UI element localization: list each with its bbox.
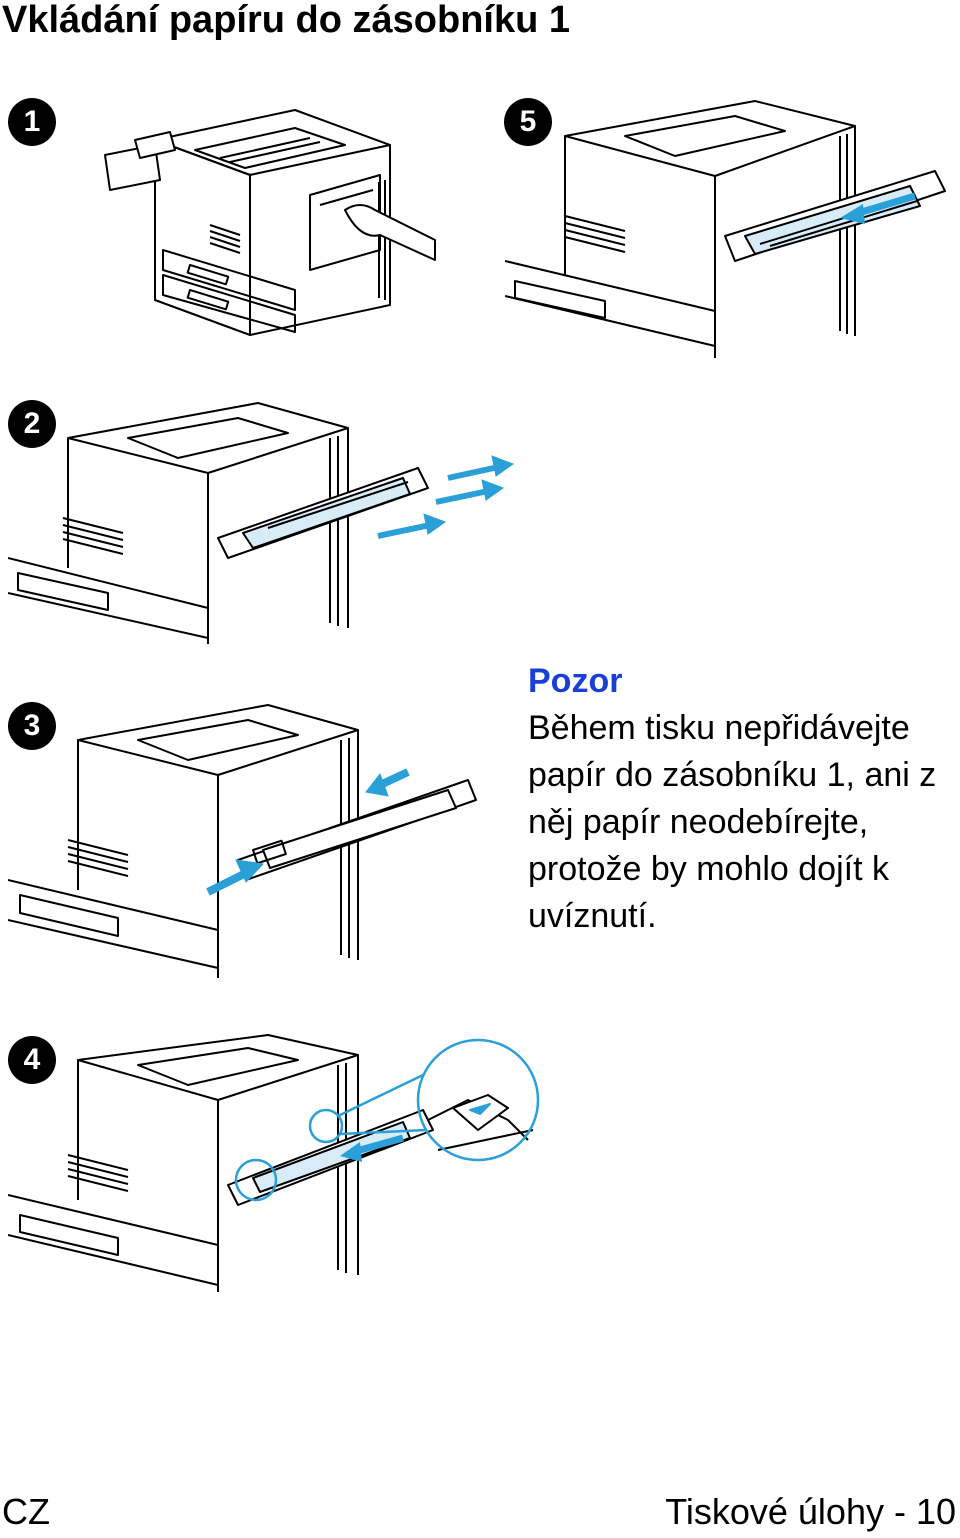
step-badge-5: 5 (504, 98, 552, 146)
illustration-step-2 (8, 402, 515, 644)
caution-body: Během tisku nepřidávejte papír do zásobn… (528, 709, 937, 935)
step-badge-4: 4 (8, 1036, 56, 1084)
caution-note: Pozor Během tisku nepřidávejte papír do … (528, 658, 958, 940)
footer-language: CZ (2, 1491, 50, 1532)
step-badge-2: 2 (8, 400, 56, 448)
page-title: Vkládání papíru do zásobníku 1 (2, 0, 570, 41)
footer-page-label: Tiskové úlohy - 10 (665, 1491, 956, 1532)
illustration-step-1 (104, 109, 436, 336)
illustration-step-5 (505, 100, 946, 358)
step-badge-3: 3 (8, 702, 56, 750)
illustration-step-3 (8, 704, 477, 978)
illustration-step-4 (8, 1034, 540, 1292)
caution-title: Pozor (528, 662, 623, 700)
step-badge-1: 1 (8, 98, 56, 146)
